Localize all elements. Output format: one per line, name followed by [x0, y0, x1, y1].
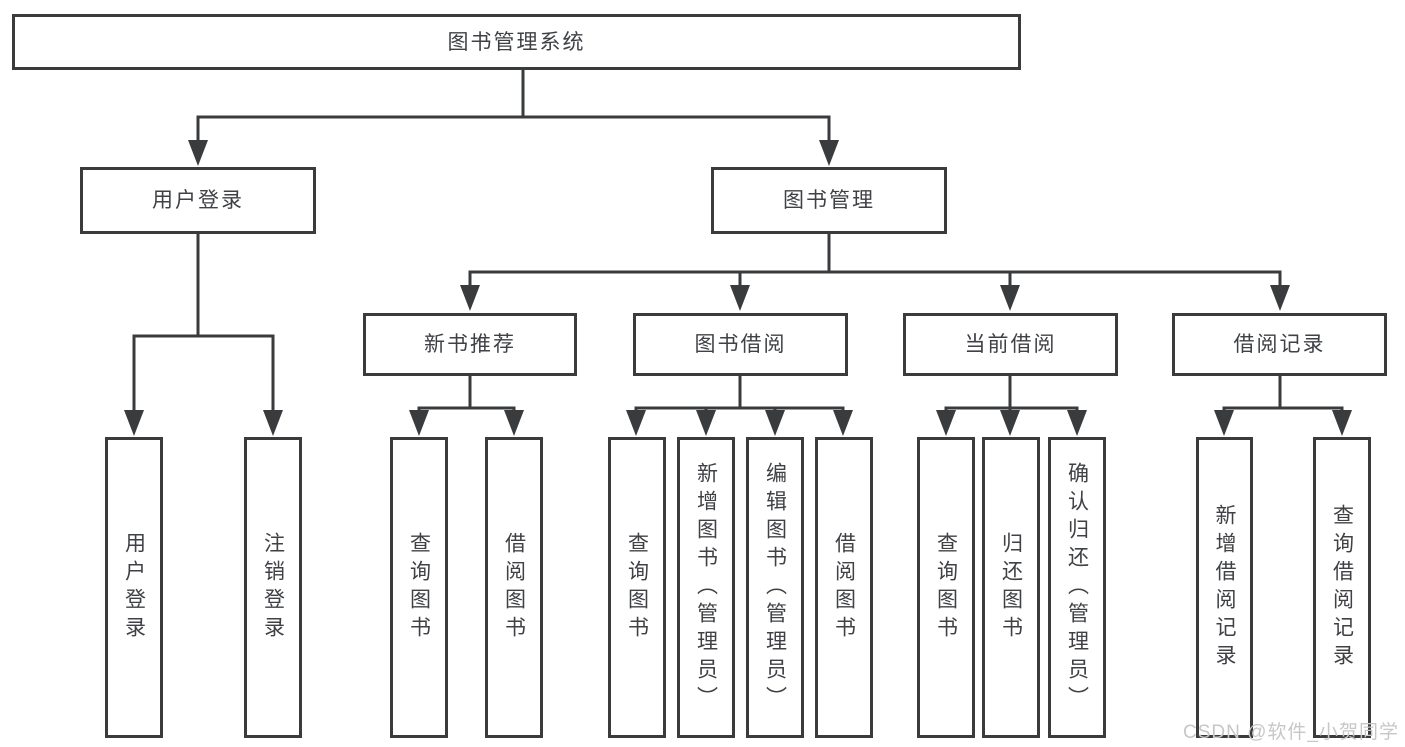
leaf-add-book-admin: 新增图书（管理员） — [677, 437, 735, 738]
csdn-watermark: CSDN @软件_小贺同学 — [1183, 722, 1399, 743]
leaf-borrow-books-recommend: 借阅图书 — [485, 437, 543, 738]
leaf-add-borrow-record: 新增借阅记录 — [1196, 437, 1253, 738]
leaf-logout: 注销登录 — [244, 437, 302, 738]
arrowheads — [124, 140, 1352, 436]
node-borrow-records: 借阅记录 — [1172, 313, 1387, 376]
leaf-user-login: 用户登录 — [105, 437, 163, 738]
node-new-book-recommend: 新书推荐 — [363, 313, 577, 376]
leaf-query-books-recommend: 查询图书 — [390, 437, 448, 738]
node-current-borrow: 当前借阅 — [903, 313, 1118, 376]
leaf-query-books-borrow: 查询图书 — [608, 437, 666, 738]
leaf-return-books: 归还图书 — [982, 437, 1040, 738]
node-book-management-branch: 图书管理 — [711, 167, 947, 234]
leaf-borrow-books: 借阅图书 — [815, 437, 873, 738]
node-user-login-branch: 用户登录 — [80, 167, 316, 234]
node-book-borrow: 图书借阅 — [633, 313, 848, 376]
leaf-confirm-return-admin: 确认归还（管理员） — [1048, 437, 1106, 738]
leaf-query-books-current: 查询图书 — [917, 437, 975, 738]
node-root-system: 图书管理系统 — [12, 14, 1021, 70]
leaf-query-borrow-record: 查询借阅记录 — [1313, 437, 1371, 738]
leaf-edit-book-admin: 编辑图书（管理员） — [746, 437, 804, 738]
